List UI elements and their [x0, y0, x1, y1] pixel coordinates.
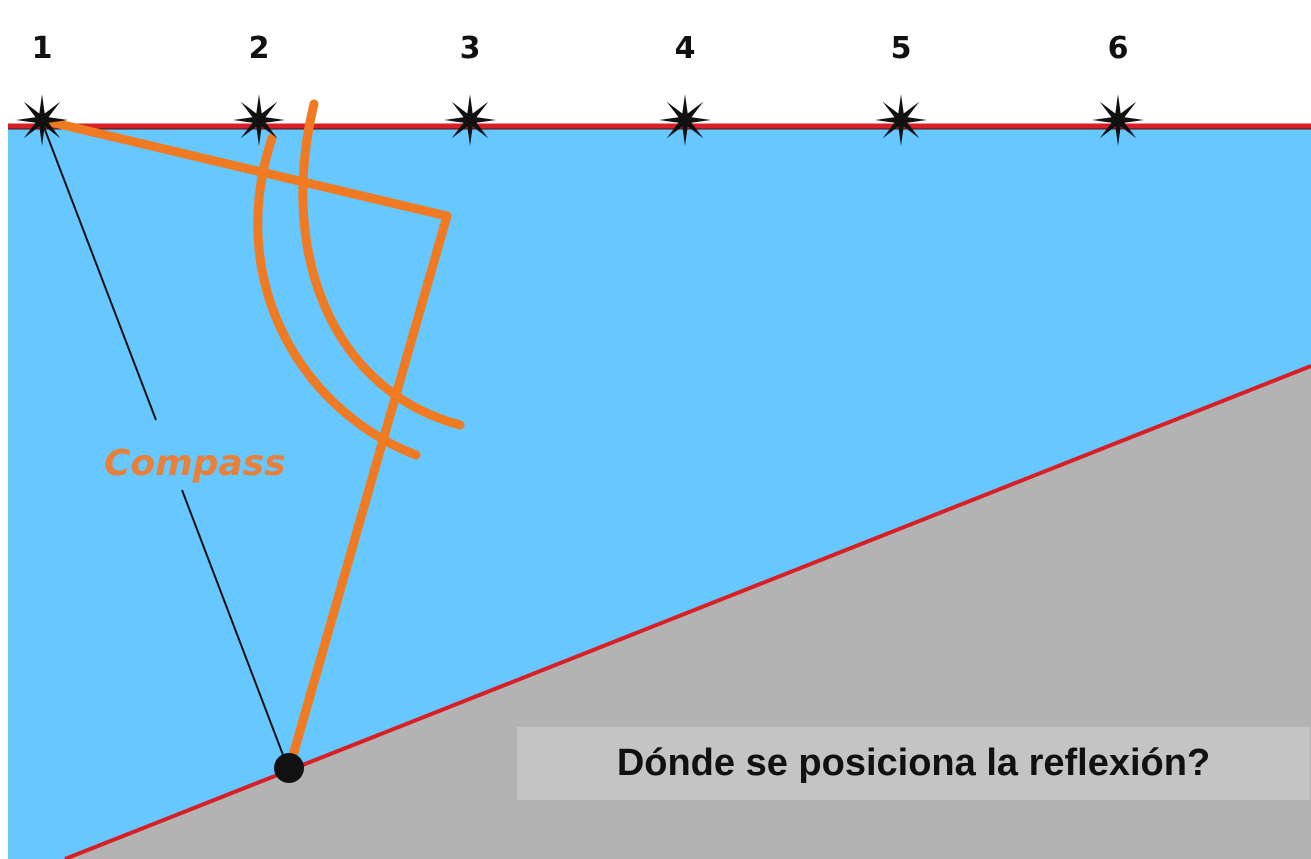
- star-burst-icon: [875, 94, 927, 146]
- star-burst-icon: [659, 94, 711, 146]
- reflection-point: [274, 753, 304, 783]
- shot-label: 5: [891, 31, 912, 66]
- shot-label: 2: [249, 31, 270, 66]
- question-text: Dónde se posiciona la reflexión?: [617, 742, 1210, 785]
- shot-label: 6: [1108, 31, 1129, 66]
- shot-label: 4: [675, 31, 696, 66]
- shot-label: 1: [32, 31, 53, 66]
- star-burst-icon: [1092, 94, 1144, 146]
- shot-label: 3: [460, 31, 481, 66]
- compass-label: Compass: [104, 443, 286, 484]
- question-box: Dónde se posiciona la reflexión?: [517, 727, 1310, 800]
- star-burst-icon: [444, 94, 496, 146]
- star-burst-icon: [233, 94, 285, 146]
- star-burst-icon: [16, 94, 68, 146]
